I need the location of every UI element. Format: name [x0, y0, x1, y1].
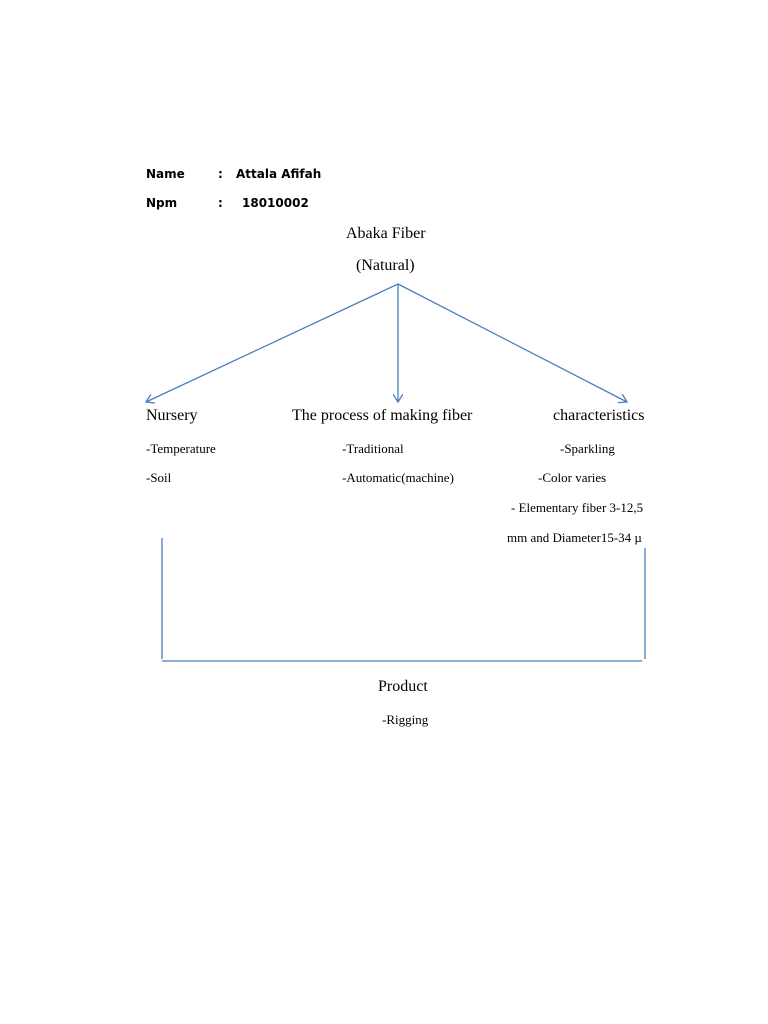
arrow-to-nursery [146, 283, 399, 402]
characteristics-item: -Color varies [538, 470, 607, 485]
name-value: Attala Afifah [236, 167, 322, 181]
process-item: -Traditional [342, 441, 404, 456]
product-title: Product [378, 678, 428, 695]
name-separator: : [218, 167, 223, 181]
branch-title-nursery: Nursery [146, 407, 198, 424]
nursery-item: -Soil [146, 470, 172, 485]
nursery-item: -Temperature [146, 441, 216, 456]
arrow-to-characteristics [397, 283, 627, 402]
npm-value: 18010002 [242, 196, 309, 210]
product-item: -Rigging [382, 712, 429, 727]
characteristics-item: mm and Diameter15-34 µ [507, 530, 642, 545]
branch-title-characteristics: characteristics [553, 407, 645, 424]
root-title: Abaka Fiber [346, 225, 426, 242]
branch-title-process: The process of making fiber [292, 407, 473, 424]
npm-separator: : [218, 196, 223, 210]
root-subtitle: (Natural) [356, 257, 415, 274]
npm-label: Npm [146, 196, 178, 210]
name-label: Name [146, 167, 185, 181]
characteristics-item: - Elementary fiber 3-12,5 [511, 500, 644, 515]
characteristics-item: -Sparkling [560, 441, 615, 456]
process-item: -Automatic(machine) [342, 470, 454, 485]
